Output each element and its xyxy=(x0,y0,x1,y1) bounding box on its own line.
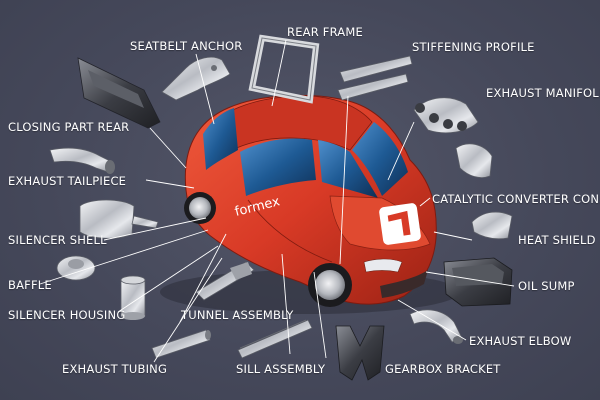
leader-exhaust-tubing xyxy=(153,257,223,363)
baffle-part xyxy=(56,255,96,281)
leader-rear-frame xyxy=(271,39,287,107)
label-catalytic-converter-cone: CATALYTIC CONVERTER CONE xyxy=(432,192,600,206)
label-exhaust-tailpiece: EXHAUST TAILPIECE xyxy=(8,174,127,188)
leader-stiffening-profile xyxy=(339,95,349,265)
leader-lines xyxy=(39,39,515,363)
exhaust-elbow-part xyxy=(409,309,463,344)
gearbox-bracket-part xyxy=(335,325,385,381)
formex-logo-mark xyxy=(387,210,411,236)
formex-logo-icon xyxy=(379,203,421,245)
leader-catalytic-converter-cone xyxy=(419,197,431,207)
label-oil-sump: OIL SUMP xyxy=(518,279,575,293)
leader-oil-sump xyxy=(425,271,515,287)
car-door-line xyxy=(247,199,333,263)
leader-silencer-shell xyxy=(103,217,207,241)
label-rear-frame: REAR FRAME xyxy=(287,25,363,39)
car-roof xyxy=(204,95,373,151)
rear-frame-part xyxy=(248,34,320,104)
label-silencer-shell: SILENCER SHELL xyxy=(8,233,107,247)
silencer-housing-part xyxy=(120,275,146,320)
car-rear-window xyxy=(203,108,238,170)
car-side-window-rear xyxy=(240,138,316,196)
label-gearbox-bracket: GEARBOX BRACKET xyxy=(385,362,501,376)
leader-gearbox-bracket xyxy=(313,271,327,359)
car: formex xyxy=(160,94,460,314)
label-tunnel-assembly: TUNNEL ASSEMBLY xyxy=(181,308,294,322)
label-stiffening-profile: STIFFENING PROFILE xyxy=(412,40,535,54)
label-heat-shield: HEAT SHIELD xyxy=(518,233,596,247)
leader-heat-shield xyxy=(433,231,473,241)
car-windshield xyxy=(352,122,408,196)
leader-baffle xyxy=(39,229,209,285)
closing-part-rear-part xyxy=(77,57,161,129)
exhaust-manifold-part xyxy=(413,97,479,134)
car-rear-rim xyxy=(189,197,211,219)
label-baffle: BAFFLE xyxy=(8,278,52,292)
sill-assembly-part xyxy=(237,319,313,359)
label-closing-part-rear: CLOSING PART REAR xyxy=(8,120,130,134)
label-exhaust-manifold: EXHAUST MANIFOLD xyxy=(486,86,600,100)
leader-closing-part-rear xyxy=(149,127,187,169)
leader-exhaust-tailpiece xyxy=(145,179,195,189)
label-exhaust-elbow: EXHAUST ELBOW xyxy=(469,334,572,348)
leader-silencer-housing xyxy=(117,245,219,313)
leader-seatbelt-anchor xyxy=(195,53,215,125)
car-headlight xyxy=(363,258,403,273)
stiffening-profile-part xyxy=(337,55,413,101)
leader-sill-assembly xyxy=(281,253,291,355)
car-side-window-front xyxy=(318,140,378,198)
label-seatbelt-anchor: SEATBELT ANCHOR xyxy=(130,39,243,53)
exhaust-tubing-part xyxy=(151,329,211,359)
seatbelt-anchor-part xyxy=(161,56,231,101)
silencer-shell-part xyxy=(79,199,159,239)
catalytic-converter-cone-part xyxy=(455,143,493,178)
heat-shield-part xyxy=(471,211,513,240)
leader-exhaust-manifold xyxy=(387,121,415,181)
car-grille xyxy=(380,270,428,298)
car-front-rim xyxy=(315,270,345,300)
oil-sump-part xyxy=(443,257,513,307)
label-silencer-housing: SILENCER HOUSING xyxy=(8,308,126,322)
exhaust-tailpiece-part xyxy=(49,147,115,174)
leader-tunnel-assembly xyxy=(179,233,227,323)
label-sill-assembly: SILL ASSEMBLY xyxy=(236,362,326,376)
tunnel-assembly-part xyxy=(195,261,255,301)
leader-exhaust-elbow xyxy=(397,299,467,341)
label-exhaust-tubing: EXHAUST TUBING xyxy=(62,362,168,376)
